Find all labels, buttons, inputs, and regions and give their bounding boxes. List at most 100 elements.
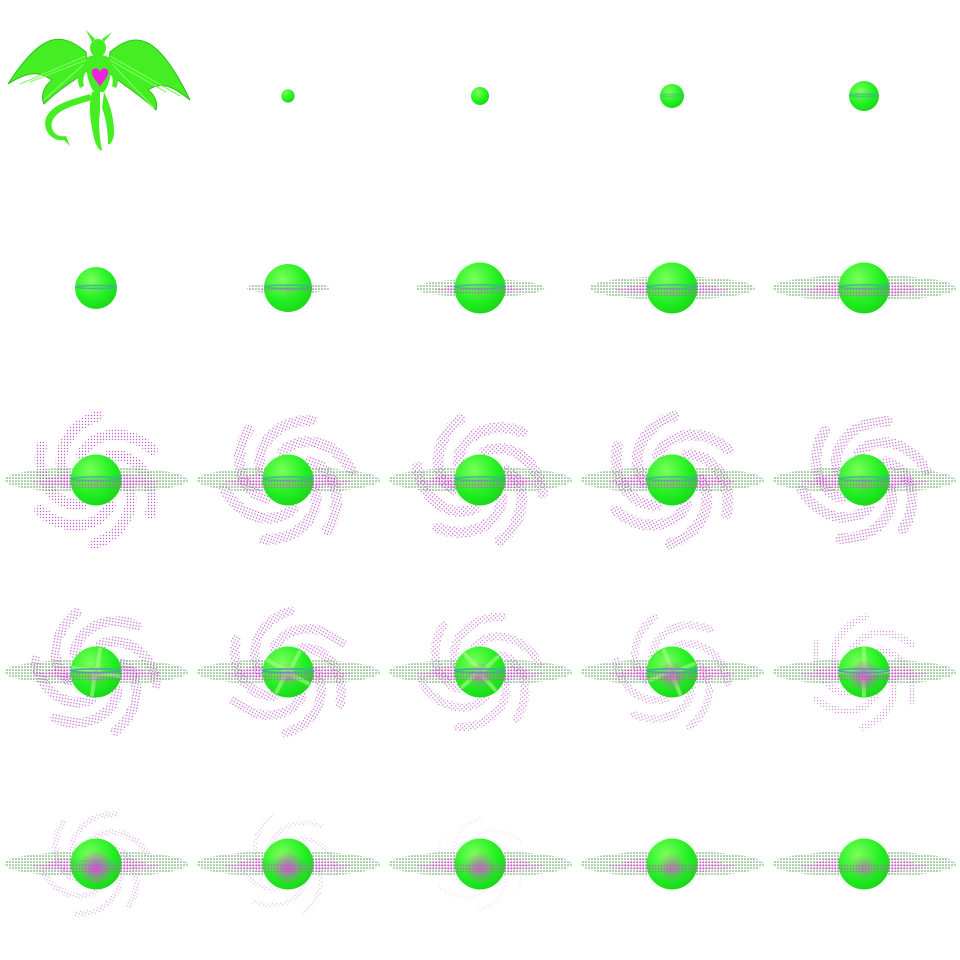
ring-front [259, 288, 317, 293]
swirl-arm [848, 629, 917, 654]
sprite-frame [768, 192, 960, 384]
swirl-arm [73, 869, 123, 917]
swirl-arm [269, 623, 347, 653]
sprite-frame [384, 384, 576, 576]
swirl-arm [453, 676, 511, 732]
swirl-arm [417, 676, 490, 712]
sprite-frame [384, 192, 576, 384]
ring-front [799, 288, 929, 298]
sprite-frame [192, 384, 384, 576]
sprite-frame [384, 0, 576, 192]
sprite-frame [192, 192, 384, 384]
swirl-arm [34, 499, 116, 531]
sprite-frame [0, 576, 192, 768]
orb-sphere [471, 87, 489, 105]
orb-sprite [196, 606, 380, 738]
orb-sprite [415, 262, 545, 314]
sprite-frame [768, 384, 960, 576]
swirl-arm [796, 483, 875, 524]
orb-sphere [281, 89, 295, 103]
swirl-arm [630, 684, 696, 723]
orb-sprite [589, 262, 755, 314]
orb-sprite [388, 413, 572, 547]
sprite-frame [768, 576, 960, 768]
sprite-frame [192, 576, 384, 768]
swirl-arm [811, 690, 880, 715]
swirl-arm [853, 436, 932, 477]
sprite-frame [0, 192, 192, 384]
vortex-swirl [417, 612, 543, 732]
sprite-frame [576, 384, 768, 576]
orb-sprite [196, 415, 380, 545]
ring-front [607, 480, 737, 490]
orb-sprite [580, 410, 764, 550]
ring-front [223, 480, 353, 490]
swirl-arm [431, 493, 508, 538]
orb-sprite [471, 87, 489, 105]
sprite-frame [576, 768, 768, 960]
ring-front [223, 864, 353, 874]
creature-sprite [7, 30, 191, 151]
swirl-arm [277, 436, 357, 477]
swirl-arm [648, 621, 714, 660]
sprite-frame [0, 384, 192, 576]
vortex-swirl [796, 416, 932, 544]
orb-sprite [196, 813, 380, 915]
ring-front [31, 672, 161, 682]
ring-front [31, 480, 161, 490]
orb-sprite [388, 612, 572, 732]
sprite-frame [576, 192, 768, 384]
sprite-frame [768, 0, 960, 192]
sprite-frame [384, 768, 576, 960]
winged-demon-icon [7, 30, 191, 151]
swirl-arm [219, 483, 299, 524]
orb-sprite [772, 613, 956, 731]
orb-sprite [281, 89, 295, 103]
swirl-arm [34, 440, 88, 511]
ring-front [434, 288, 526, 295]
ring-front [799, 864, 929, 874]
swirl-arm [449, 612, 507, 668]
ring-front [614, 288, 730, 297]
ring-front [607, 864, 737, 874]
swirl-arm [268, 820, 324, 852]
swirl-arm [88, 828, 152, 860]
swirl-arm [49, 684, 123, 728]
sprite-frame [0, 0, 192, 192]
sprite-frame [768, 768, 960, 960]
swirl-arm [835, 484, 898, 544]
orb-band [848, 93, 880, 98]
orb-sprite [246, 264, 330, 312]
swirl-arm [830, 416, 893, 476]
orb-sprite [772, 838, 956, 890]
sprite-frame [384, 576, 576, 768]
ring-front [415, 480, 545, 490]
orb-sprite [74, 267, 118, 309]
swirl-arm [254, 415, 318, 476]
orb-sprite [4, 811, 188, 917]
ring-front [799, 672, 929, 682]
sprite-frame [192, 0, 384, 192]
ring-front [799, 480, 929, 490]
orb-sprite [4, 410, 188, 550]
orb-sprite [772, 262, 956, 314]
sprite-frame [576, 0, 768, 192]
swirl-arm [652, 429, 734, 461]
ring-front [607, 672, 737, 682]
sprite-frame [0, 768, 192, 960]
orb-sprite [4, 608, 188, 736]
swirl-arm [252, 876, 308, 908]
swirl-arm [258, 484, 322, 545]
orb-sphere [660, 84, 684, 108]
orb-sprite [580, 613, 764, 731]
swirl-arm [452, 422, 529, 467]
orb-band [659, 93, 685, 98]
swirl-arm [76, 429, 158, 461]
orb-sprite [848, 81, 880, 111]
orb-sprite [659, 84, 685, 108]
swirl-arm [229, 691, 307, 721]
ring-front [90, 288, 102, 289]
ring-front [415, 864, 545, 874]
swirl-arm [69, 811, 119, 859]
